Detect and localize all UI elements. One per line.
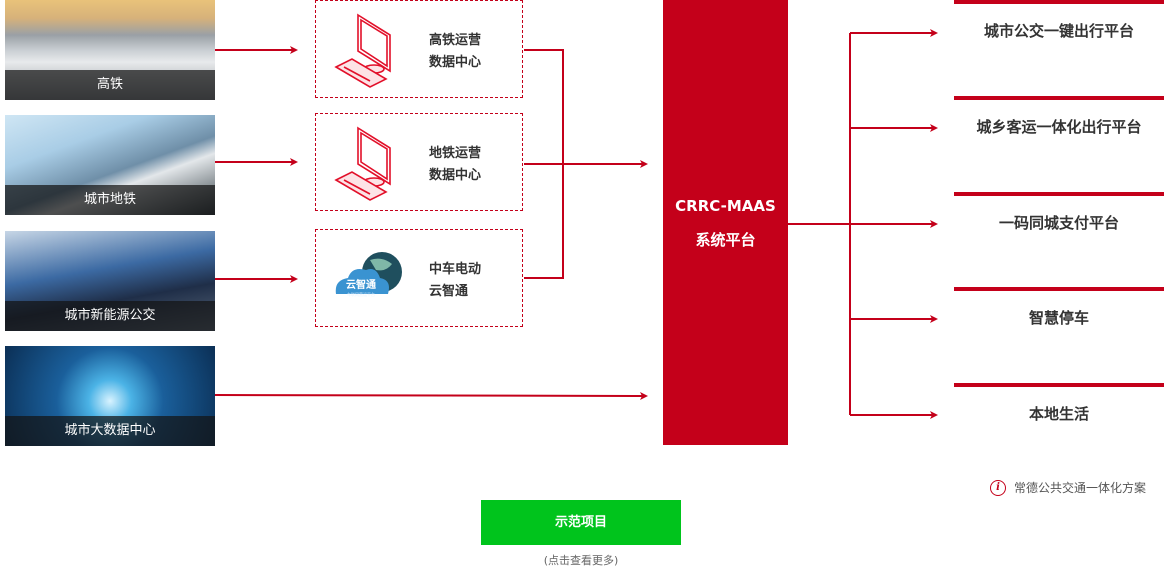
center-metro-data: 地铁运营 数据中心 <box>315 113 523 211</box>
output-parking: 智慧停车 <box>954 287 1164 347</box>
center-label-line1: 中车电动 <box>429 262 482 277</box>
cloud-globe-icon: 云智通 车联网营运平台 <box>335 252 402 297</box>
output-label: 本地生活 <box>1028 405 1089 423</box>
source-label: 城市大数据中心 <box>5 416 215 446</box>
center-label-line2: 云智通 <box>429 284 469 299</box>
center-label-line1: 地铁运营 <box>429 146 482 161</box>
output-divider <box>954 192 1164 196</box>
source-label: 城市地铁 <box>5 185 215 215</box>
demo-projects-button[interactable]: 示范项目 <box>481 500 681 545</box>
case-study-label: 常德公共交通一体化方案 <box>1014 481 1147 495</box>
output-urban-rural: 城乡客运一体化出行平台 <box>954 96 1164 156</box>
core-subtitle: 系统平台 <box>695 231 756 249</box>
output-divider <box>954 96 1164 100</box>
source-big-data-center: 城市大数据中心 <box>5 346 215 446</box>
output-divider <box>954 383 1164 387</box>
center-label-line2: 数据中心 <box>429 168 482 183</box>
source-new-energy-bus: 城市新能源公交 <box>5 231 215 331</box>
computer-icon <box>334 126 391 201</box>
cloud-badge-subtext: 车联网营运平台 <box>347 291 375 297</box>
center-label: 中车电动 云智通 <box>429 259 481 303</box>
center-label-line1: 高铁运营 <box>429 33 482 48</box>
center-label: 地铁运营 数据中心 <box>429 143 481 187</box>
output-label: 城乡客运一体化出行平台 <box>976 118 1142 136</box>
core-platform: CRRC-MAAS 系统平台 <box>663 0 788 445</box>
output-label: 城市公交一键出行平台 <box>983 22 1134 40</box>
arrow-bigdata-to-core <box>214 391 648 400</box>
cloud-badge-text: 云智通 <box>346 278 376 291</box>
output-payment: 一码同城支付平台 <box>954 192 1164 252</box>
core-title: CRRC-MAAS <box>675 197 776 215</box>
output-divider <box>954 0 1164 4</box>
center-crrc-cloud: 云智通 车联网营运平台 中车电动 云智通 <box>315 229 523 327</box>
output-local-life: 本地生活 <box>954 383 1164 443</box>
center-label-line2: 数据中心 <box>429 55 482 70</box>
output-label: 一码同城支付平台 <box>998 214 1119 232</box>
source-metro: 城市地铁 <box>5 115 215 215</box>
center-high-speed-data: 高铁运营 数据中心 <box>315 0 523 98</box>
computer-icon <box>334 13 391 88</box>
output-bus-one-click: 城市公交一键出行平台 <box>954 0 1164 60</box>
source-high-speed-rail: 高铁 <box>5 0 215 100</box>
output-label: 智慧停车 <box>1028 309 1089 327</box>
source-label: 高铁 <box>5 70 215 100</box>
view-more-hint: (点击查看更多) <box>543 554 619 567</box>
output-divider <box>954 287 1164 291</box>
info-icon: i <box>990 479 1006 496</box>
center-label: 高铁运营 数据中心 <box>429 30 481 74</box>
case-study-link[interactable]: i 常德公共交通一体化方案 <box>990 479 1146 496</box>
source-label: 城市新能源公交 <box>5 301 215 331</box>
